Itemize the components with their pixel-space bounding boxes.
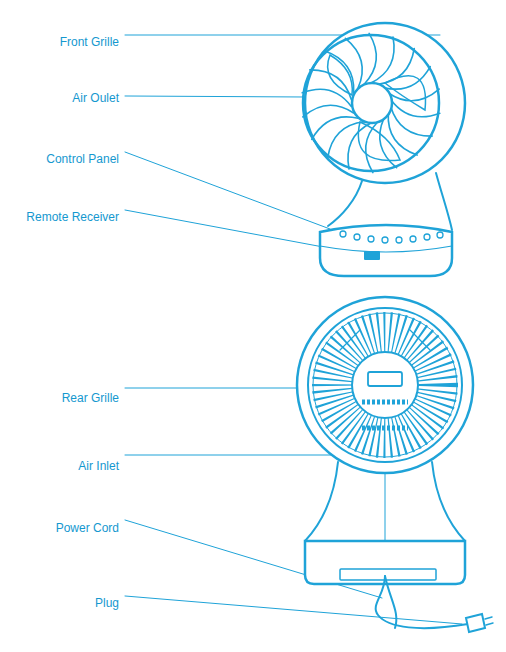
part-label: Air Oulet (0, 90, 119, 106)
rear-fan (297, 297, 493, 632)
front-fan (302, 23, 465, 276)
part-label: Air Inlet (0, 458, 119, 474)
part-label: Remote Receiver (0, 209, 119, 225)
part-label: Power Cord (0, 520, 119, 536)
part-label: Plug (0, 595, 119, 611)
part-label: Control Panel (0, 151, 119, 167)
part-label: Front Grille (0, 34, 119, 50)
part-label: Rear Grille (0, 390, 119, 406)
